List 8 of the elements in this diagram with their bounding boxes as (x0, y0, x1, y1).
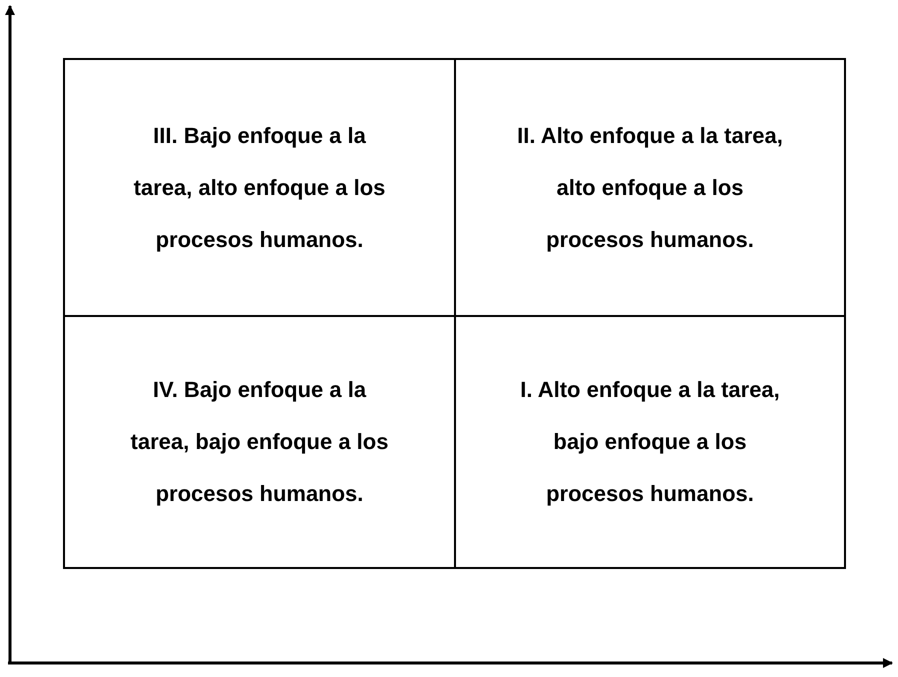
quadrant-box (63, 315, 456, 569)
quadrant-box (454, 315, 846, 569)
quadrant-box (454, 58, 846, 317)
quadrant-text: II. Alto enfoque a la tarea, alto enfoque a los procesos humanos. (516, 122, 784, 254)
quadrant-text: III. Bajo enfoque a la tarea, alto enfoque a los procesos humanos. (132, 122, 386, 254)
quadrant-text: IV. Bajo enfoque a la tarea, bajo enfoque a los procesos humanos. (130, 376, 390, 508)
quadrant-box (63, 58, 456, 317)
quadrant-text: I. Alto enfoque a la tarea, bajo enfoque a los procesos humanos. (519, 376, 781, 508)
